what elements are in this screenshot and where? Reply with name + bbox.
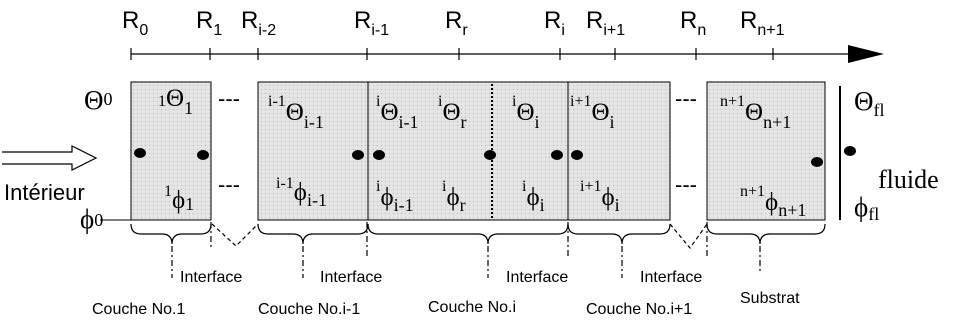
node-dot bbox=[352, 150, 364, 160]
radius-label-0: R0 bbox=[122, 7, 148, 39]
node-dot bbox=[134, 148, 146, 158]
leader-lines bbox=[171, 222, 761, 278]
couche-i+1-label: Couche No.i+1 bbox=[586, 301, 692, 318]
theta-layer-i-r: iΘr bbox=[438, 93, 467, 132]
node-dot bbox=[844, 146, 856, 156]
radius-label-4: Rr bbox=[445, 7, 468, 39]
interface-dash-2b: --- bbox=[675, 172, 697, 197]
theta-layer-i-left: iΘi-1 bbox=[376, 93, 419, 132]
radius-label-2: Ri-2 bbox=[241, 7, 276, 39]
radius-label-3: Ri-1 bbox=[354, 7, 389, 39]
radius-label-5: Ri bbox=[544, 7, 565, 39]
theta-substrat: n+1Θn+1 bbox=[720, 93, 791, 132]
node-dot bbox=[811, 157, 823, 167]
theta-layer-i-1: i-1Θi-1 bbox=[268, 93, 324, 132]
interface-dash-1a: --- bbox=[218, 86, 240, 111]
phi-symbol: ϕ bbox=[294, 179, 307, 206]
interface-label-3: Interface bbox=[506, 269, 568, 286]
phi-symbol: ϕ bbox=[380, 184, 393, 211]
theta-layer-1: 1Θ1 bbox=[158, 85, 193, 118]
layer-block-1 bbox=[130, 81, 212, 221]
interface-dashes: --- --- --- --- bbox=[218, 86, 697, 197]
brace-couche-1 bbox=[130, 223, 212, 245]
phi-layer-i+1: i+1ϕi bbox=[580, 178, 620, 215]
layer-block-i bbox=[367, 81, 569, 221]
node-dot bbox=[197, 150, 209, 160]
brace-couche-i-1 bbox=[257, 223, 369, 245]
couche-i-label: Couche No.i bbox=[428, 299, 516, 316]
phi-symbol: ϕ bbox=[172, 187, 185, 214]
bottom-labels: Interface Interface Interface Interface … bbox=[92, 269, 800, 318]
phi-substrat: n+1ϕn+1 bbox=[740, 183, 806, 220]
brace-substrat bbox=[706, 223, 826, 245]
radius-label-6: Ri+1 bbox=[586, 7, 625, 39]
phi-layer-i-right: iϕi bbox=[522, 178, 545, 215]
phi-symbol: ϕ bbox=[526, 184, 539, 211]
interieur-label: Intérieur bbox=[4, 180, 85, 205]
interface-label-1: Interface bbox=[180, 269, 242, 286]
phi-layer-i-left: iϕi-1 bbox=[376, 178, 414, 215]
node-dot bbox=[484, 150, 496, 160]
radius-label-1: R1 bbox=[196, 7, 222, 39]
interface-label-4: Interface bbox=[640, 269, 702, 286]
theta-symbol: Θ bbox=[516, 99, 534, 126]
theta-layer-i+1: i+1Θi bbox=[570, 93, 615, 132]
radius-label-7: Rn bbox=[680, 7, 706, 39]
fluide-label: fluide bbox=[878, 165, 939, 194]
theta-symbol: Θ bbox=[166, 85, 184, 112]
phi-layer-i-r: iϕr bbox=[442, 178, 466, 215]
phi-layer-i-1: i-1ϕi-1 bbox=[276, 175, 327, 210]
radius-label-8: Rn+1 bbox=[740, 7, 785, 39]
brace-couche-i bbox=[367, 223, 569, 245]
interface-dash-1b: --- bbox=[218, 172, 240, 197]
phi-symbol: ϕ bbox=[765, 189, 778, 216]
layer-labels: 1Θ1 1ϕ1 i-1Θi-1 i-1ϕi-1 iΘi-1 iϕi-1 iΘr … bbox=[158, 85, 806, 220]
interface-label-2: Interface bbox=[320, 269, 382, 286]
theta-symbol: Θ bbox=[380, 99, 398, 126]
layer-block-i+1 bbox=[567, 81, 671, 221]
radius-axis bbox=[130, 48, 860, 60]
node-dots bbox=[134, 146, 856, 167]
theta-symbol: Θ bbox=[286, 99, 304, 126]
interface-dash-2a: --- bbox=[675, 86, 697, 111]
braces bbox=[130, 223, 826, 249]
phi-0-label: ϕ0 bbox=[80, 204, 103, 234]
layer-block-i-1 bbox=[257, 81, 369, 221]
theta-layer-i-right: iΘi bbox=[512, 93, 540, 132]
brace-interface-1 bbox=[211, 223, 259, 247]
theta-symbol: Θ bbox=[442, 99, 460, 126]
phi-symbol: ϕ bbox=[601, 184, 614, 211]
phi-layer-1: 1ϕ1 bbox=[164, 183, 194, 214]
node-dot bbox=[551, 150, 563, 160]
couche-1-label: Couche No.1 bbox=[92, 301, 185, 318]
axis-arrowhead bbox=[848, 45, 884, 63]
theta-fluid-label: Θfl bbox=[854, 86, 885, 120]
theta-symbol: Θ bbox=[591, 99, 609, 126]
brace-interface-4 bbox=[669, 223, 708, 249]
brace-couche-i+1 bbox=[567, 223, 671, 245]
layer-block-substrat bbox=[706, 81, 826, 221]
theta-symbol: Θ bbox=[745, 99, 763, 126]
phi-symbol: ϕ bbox=[446, 184, 459, 211]
substrat-label: Substrat bbox=[740, 290, 800, 307]
phi-fluid-label: ϕfl bbox=[854, 192, 879, 224]
radius-labels: R0 R1 Ri-2 Ri-1 Rr Ri Ri+1 Rn Rn+1 bbox=[122, 7, 785, 39]
theta-0-label: Θ0 bbox=[84, 85, 113, 115]
node-dot bbox=[571, 150, 583, 160]
couche-i-1-label: Couche No.i-1 bbox=[258, 301, 360, 318]
inward-arrow bbox=[2, 145, 98, 171]
node-dot bbox=[373, 150, 385, 160]
